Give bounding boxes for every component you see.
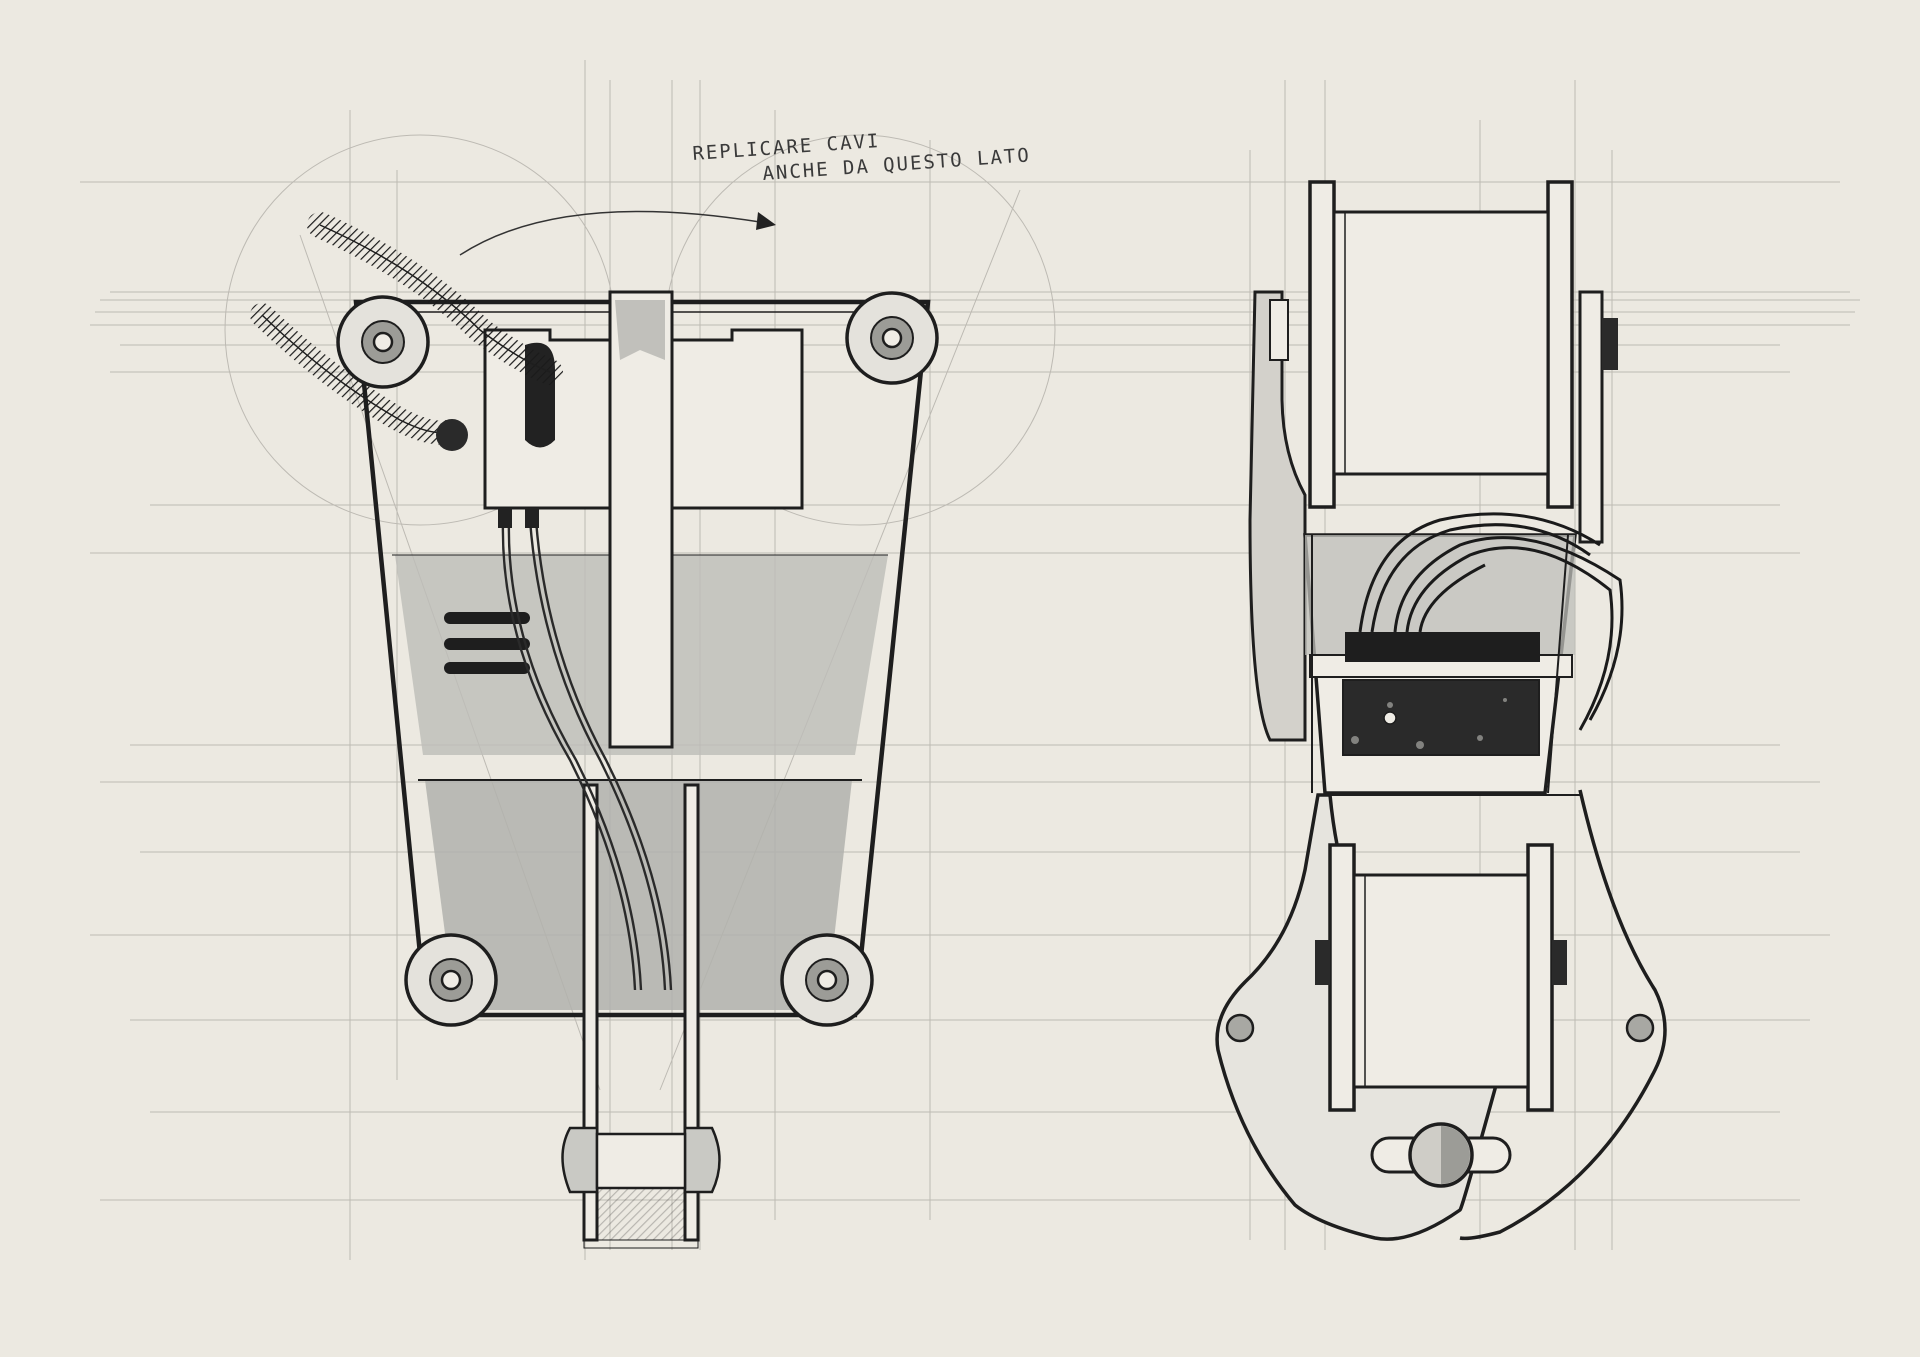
front-cables [501,519,673,991]
controller-box [1345,632,1540,662]
front-foot-roller [561,1126,721,1194]
wheel-top-right [845,291,939,385]
annotation-arrow [459,210,761,256]
side-view [1215,180,1667,1241]
corrugated-hoses [250,212,563,451]
side-left-bracket [1248,290,1307,742]
side-cables [1358,512,1624,731]
battery-pack [1342,679,1540,756]
upper-spool [1308,180,1574,509]
wheel-bottom-left [404,933,498,1027]
front-view [250,212,939,1249]
upper-right-plate [670,328,804,510]
side-right-bracket [1578,290,1604,544]
lower-rails [582,783,700,1249]
vent-slots [444,612,530,674]
base-bolt-left [1225,1013,1255,1043]
arrowhead-icon [756,212,776,230]
central-column [608,290,674,749]
lower-spool [1315,843,1567,1112]
base-bolt-right [1625,1013,1655,1043]
wheel-bottom-right [780,933,874,1027]
wheel-top-left [336,295,430,389]
